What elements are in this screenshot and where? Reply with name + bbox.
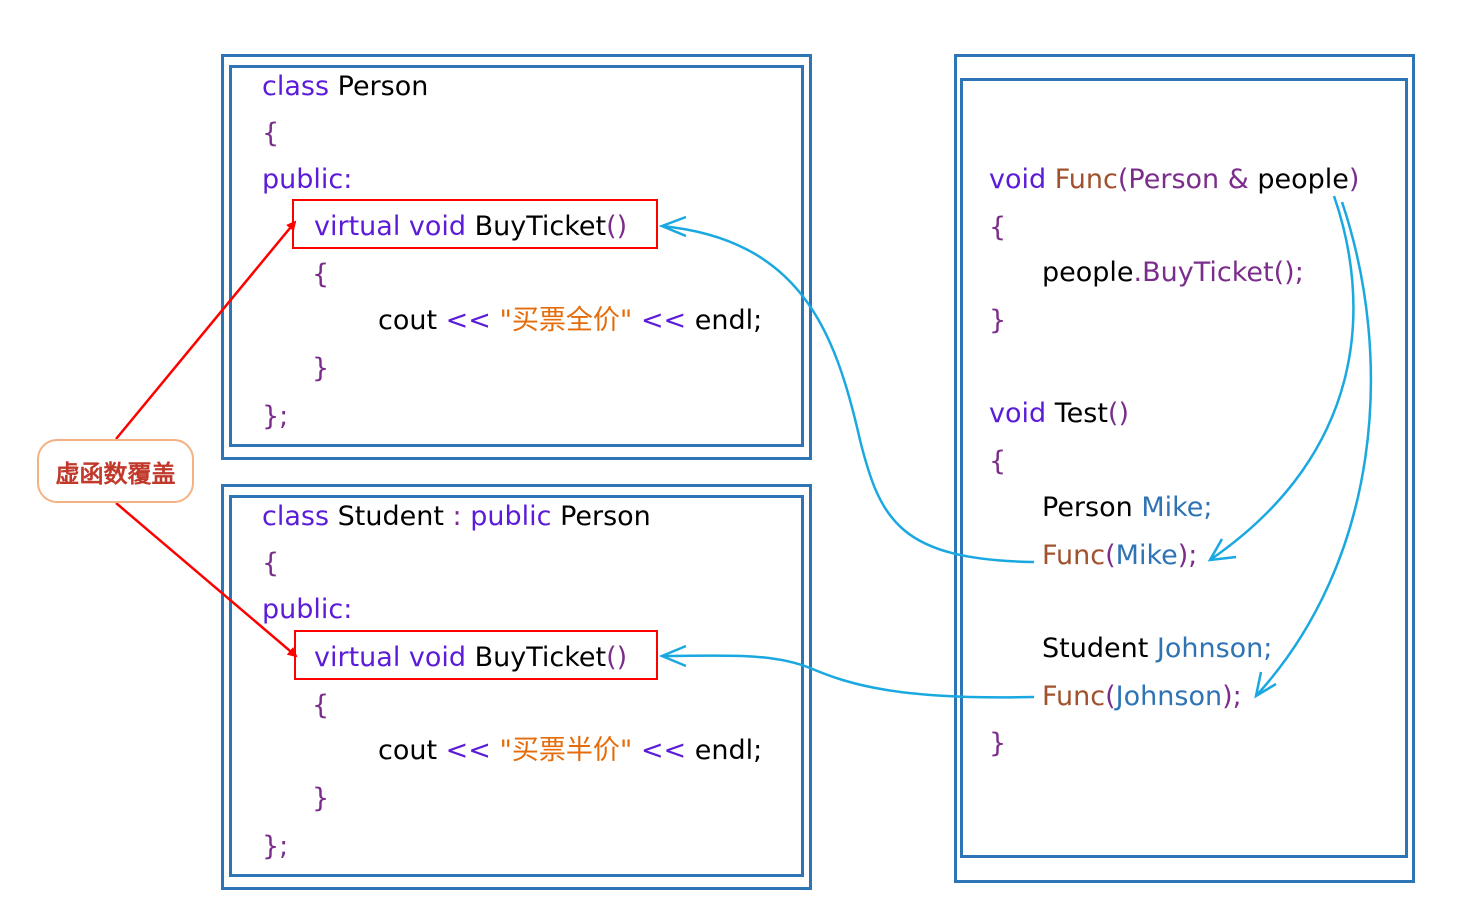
person-cout-statement: cout << "买票全价" << endl;: [378, 307, 762, 334]
member-dot: .: [1133, 257, 1143, 288]
paren: (: [1105, 681, 1116, 712]
call-end: ();: [1273, 257, 1304, 288]
func-body-call: people.BuyTicket();: [1042, 259, 1304, 286]
student-virtual-method-signature: virtual void BuyTicket(): [314, 644, 627, 671]
func-call-johnson: Func(Johnson);: [1042, 683, 1242, 710]
func-call-mike: Func(Mike);: [1042, 542, 1197, 569]
student-method-open-brace: {: [312, 690, 330, 721]
func-signature: void Func(Person & people): [989, 166, 1359, 193]
virtual-void-keyword: virtual void: [314, 211, 467, 242]
student-class-inner-frame: [229, 495, 804, 877]
class-name: Person: [337, 71, 429, 102]
param-name: people: [1257, 164, 1349, 195]
string-literal: "买票全价": [499, 305, 633, 336]
person-public-label: public:: [262, 164, 353, 195]
call-end: );: [1222, 681, 1242, 712]
test-code-inner-frame: [960, 78, 1408, 858]
person-declaration: Person Mike;: [1042, 494, 1213, 521]
param-type: Person: [1128, 164, 1220, 195]
person-close-brace: };: [262, 401, 289, 432]
argument: Mike: [1115, 540, 1178, 571]
class-name: Student: [337, 501, 444, 532]
person-class-line: class Person: [262, 73, 428, 100]
void-keyword: void: [989, 164, 1047, 195]
paren: (: [1105, 540, 1116, 571]
method-name: BuyTicket: [474, 211, 607, 242]
void-keyword: void: [989, 398, 1047, 429]
endl-token: endl;: [694, 305, 763, 336]
stream-operator: <<: [640, 305, 687, 336]
cout-token: cout: [378, 735, 438, 766]
inheritance-colon: :: [452, 501, 462, 532]
class-keyword: class: [262, 501, 330, 532]
endl-token: endl;: [694, 735, 763, 766]
base-class-name: Person: [560, 501, 651, 532]
student-public-label: public:: [262, 594, 353, 625]
variable-name: Mike;: [1141, 492, 1213, 523]
method-parens: (): [606, 211, 628, 242]
type-name: Student: [1042, 633, 1149, 664]
class-keyword: class: [262, 71, 330, 102]
person-open-brace: {: [262, 118, 280, 149]
type-name: Person: [1042, 492, 1133, 523]
test-close-brace: }: [989, 728, 1007, 759]
method-parens: (): [606, 642, 628, 673]
stream-operator: <<: [640, 735, 687, 766]
stream-operator: <<: [445, 735, 491, 766]
member-method: BuyTicket: [1142, 257, 1274, 288]
call-end: );: [1177, 540, 1198, 571]
paren: ): [1348, 164, 1360, 195]
variable-name: Johnson;: [1156, 633, 1273, 664]
test-parens: (): [1107, 398, 1129, 429]
student-cout-statement: cout << "买票半价" << endl;: [378, 737, 762, 764]
func-open-brace: {: [989, 212, 1007, 243]
object-name: people: [1042, 257, 1134, 288]
virtual-void-keyword: virtual void: [314, 642, 467, 673]
test-signature: void Test(): [989, 400, 1129, 427]
student-open-brace: {: [262, 548, 280, 579]
reference-ampersand: &: [1227, 164, 1249, 195]
person-method-close-brace: }: [312, 353, 330, 384]
func-name: Func: [1042, 540, 1106, 571]
person-class-inner-frame: [229, 65, 804, 447]
student-declaration: Student Johnson;: [1042, 635, 1272, 662]
student-close-brace: };: [262, 831, 289, 862]
test-name: Test: [1054, 398, 1108, 429]
paren: (: [1117, 164, 1129, 195]
student-class-line: class Student : public Person: [262, 503, 651, 530]
test-open-brace: {: [989, 446, 1007, 477]
func-name: Func: [1042, 681, 1106, 712]
virtual-override-label: 虚函数覆盖: [37, 439, 194, 503]
func-close-brace: }: [989, 305, 1007, 336]
string-literal: "买票半价": [499, 735, 633, 766]
stream-operator: <<: [445, 305, 491, 336]
student-method-close-brace: }: [312, 783, 330, 814]
argument: Johnson: [1115, 681, 1223, 712]
func-name: Func: [1054, 164, 1118, 195]
person-method-open-brace: {: [312, 259, 330, 290]
person-virtual-method-signature: virtual void BuyTicket(): [314, 213, 627, 240]
cout-token: cout: [378, 305, 438, 336]
public-inherit-keyword: public: [470, 501, 552, 532]
method-name: BuyTicket: [474, 642, 607, 673]
